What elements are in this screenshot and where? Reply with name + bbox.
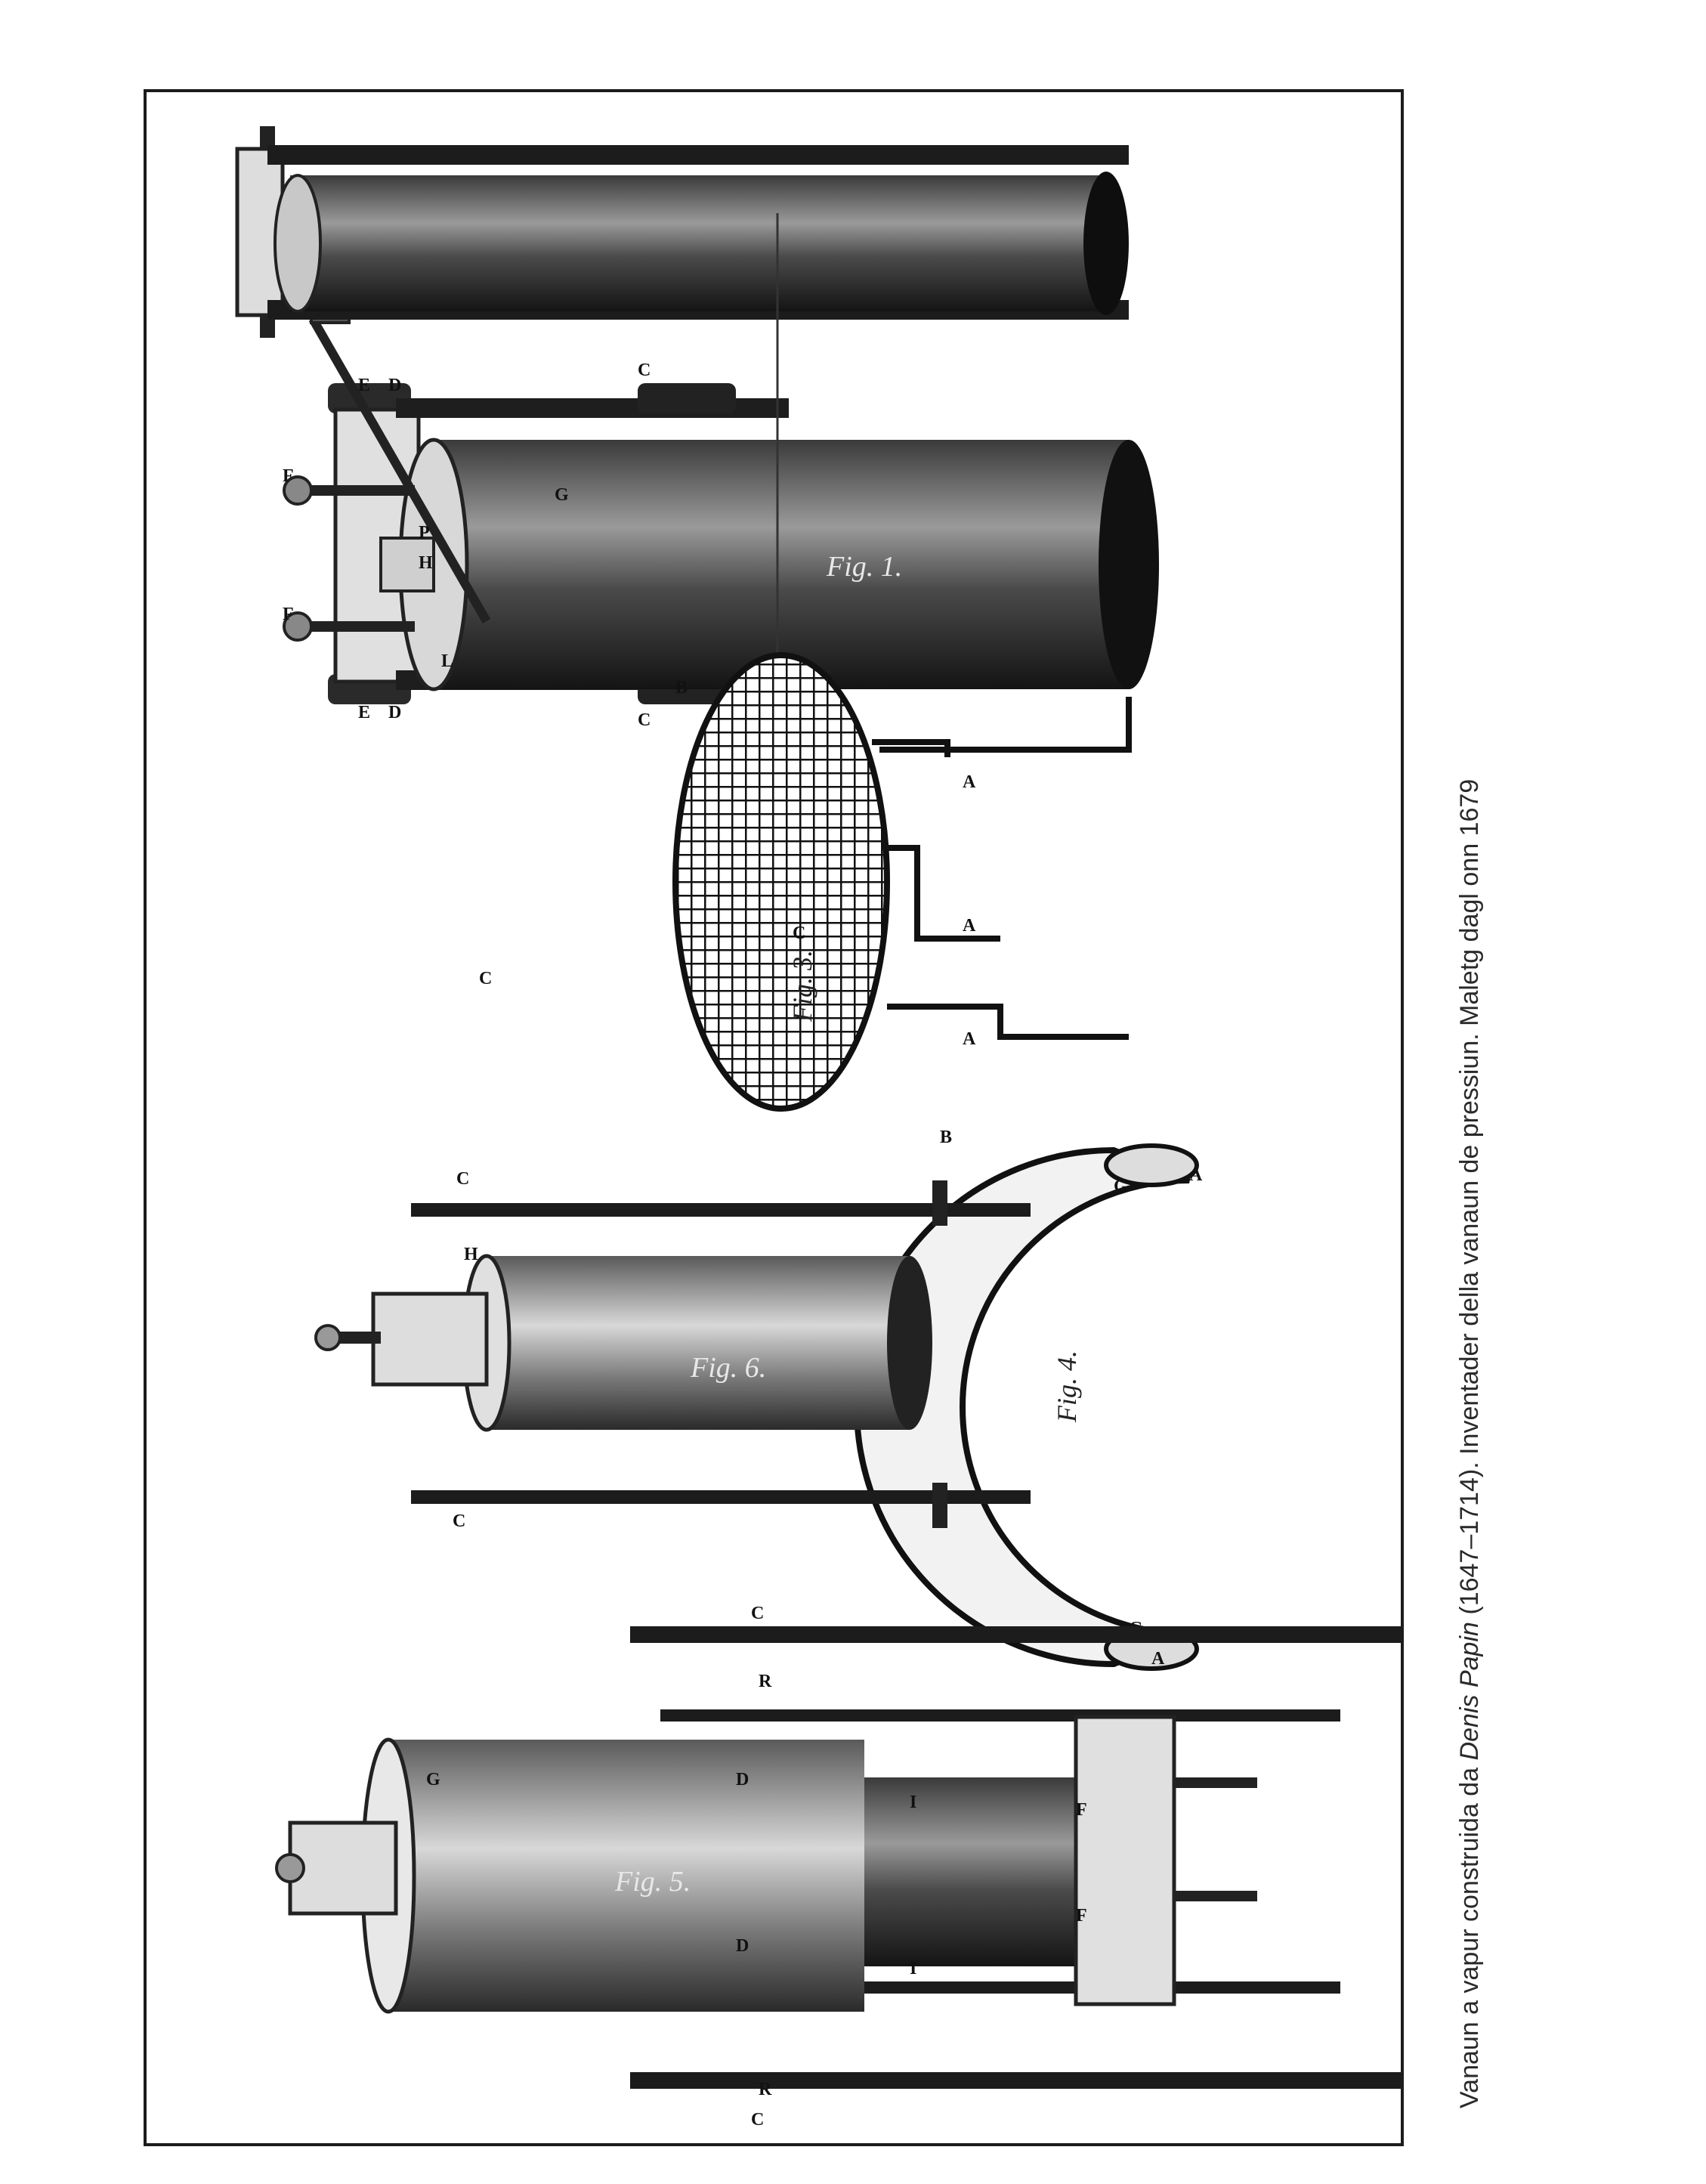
label-F-3: F	[1076, 1800, 1087, 1820]
fig6-label: Fig. 6.	[690, 1352, 766, 1384]
label-F-2: F	[283, 605, 294, 624]
label-D-4: D	[736, 1936, 749, 1956]
caption-suffix: (1647–1714). Inventader della vanaun de …	[1455, 778, 1484, 1623]
label-C-6: C	[453, 1511, 465, 1531]
label-C-2: C	[638, 710, 651, 730]
label-I: I	[910, 1793, 916, 1812]
label-I-2: I	[910, 1959, 916, 1978]
label-D-3: D	[736, 1770, 749, 1790]
label-C-7: C	[751, 1604, 764, 1623]
label-A-3: A	[963, 1029, 976, 1049]
fig6-apparatus: H C C Fig. 6.	[314, 1169, 1031, 1531]
label-H: H	[419, 553, 433, 573]
label-L: L	[441, 651, 453, 671]
fig3-grid: B B A A A C C Fig. 3.	[479, 213, 1132, 1147]
label-C-4: C	[479, 969, 492, 988]
label-D: D	[388, 376, 401, 395]
image-caption: Vanaun a vapur construida da Denis Papin…	[1454, 552, 1485, 2108]
label-R-2: R	[759, 2080, 772, 2099]
label-C-5: C	[456, 1169, 469, 1189]
label-R: R	[759, 1672, 772, 1691]
fig5-apparatus: C C R R D D G I I F F Fig. 5.	[275, 1604, 1401, 2130]
engraving-plate: M D E E D C C F F H P L G Fig. 1. B B A …	[144, 89, 1404, 2146]
fig5-label: Fig. 5.	[614, 1866, 691, 1898]
label-G: G	[555, 485, 569, 505]
label-B: B	[675, 678, 688, 698]
label-E: E	[358, 376, 370, 395]
label-F-4: F	[1076, 1906, 1087, 1926]
label-G-2: G	[1114, 1177, 1128, 1196]
caption-name: Denis Papin	[1455, 1622, 1484, 1761]
caption-prefix: Vanaun a vapur construida da	[1455, 1760, 1484, 2108]
label-G-4: G	[426, 1770, 440, 1790]
label-H-2: H	[464, 1245, 478, 1264]
label-P: P	[419, 523, 430, 543]
label-B-2: B	[940, 1128, 952, 1147]
label-C-8: C	[751, 2110, 764, 2130]
label-A: A	[963, 772, 976, 792]
fig1-apparatus: M D E E D C C F F H P L G Fig. 1.	[283, 247, 1159, 730]
fig1-label: Fig. 1.	[826, 551, 902, 583]
label-C-3: C	[793, 923, 805, 943]
label-C: C	[638, 360, 651, 380]
label-A-4: A	[1189, 1165, 1203, 1185]
fig4-label: Fig. 4.	[1052, 1350, 1082, 1423]
fig4-arc: A A G G Fig. 4.	[854, 1143, 1203, 1671]
label-A-5: A	[1151, 1649, 1165, 1669]
cylinder-receiver	[235, 126, 1129, 338]
label-A-2: A	[963, 916, 976, 936]
label-F: F	[283, 466, 294, 486]
label-E-2: E	[358, 703, 370, 722]
label-D-2: D	[388, 703, 401, 722]
fig3-label: Fig. 3.	[787, 950, 817, 1022]
